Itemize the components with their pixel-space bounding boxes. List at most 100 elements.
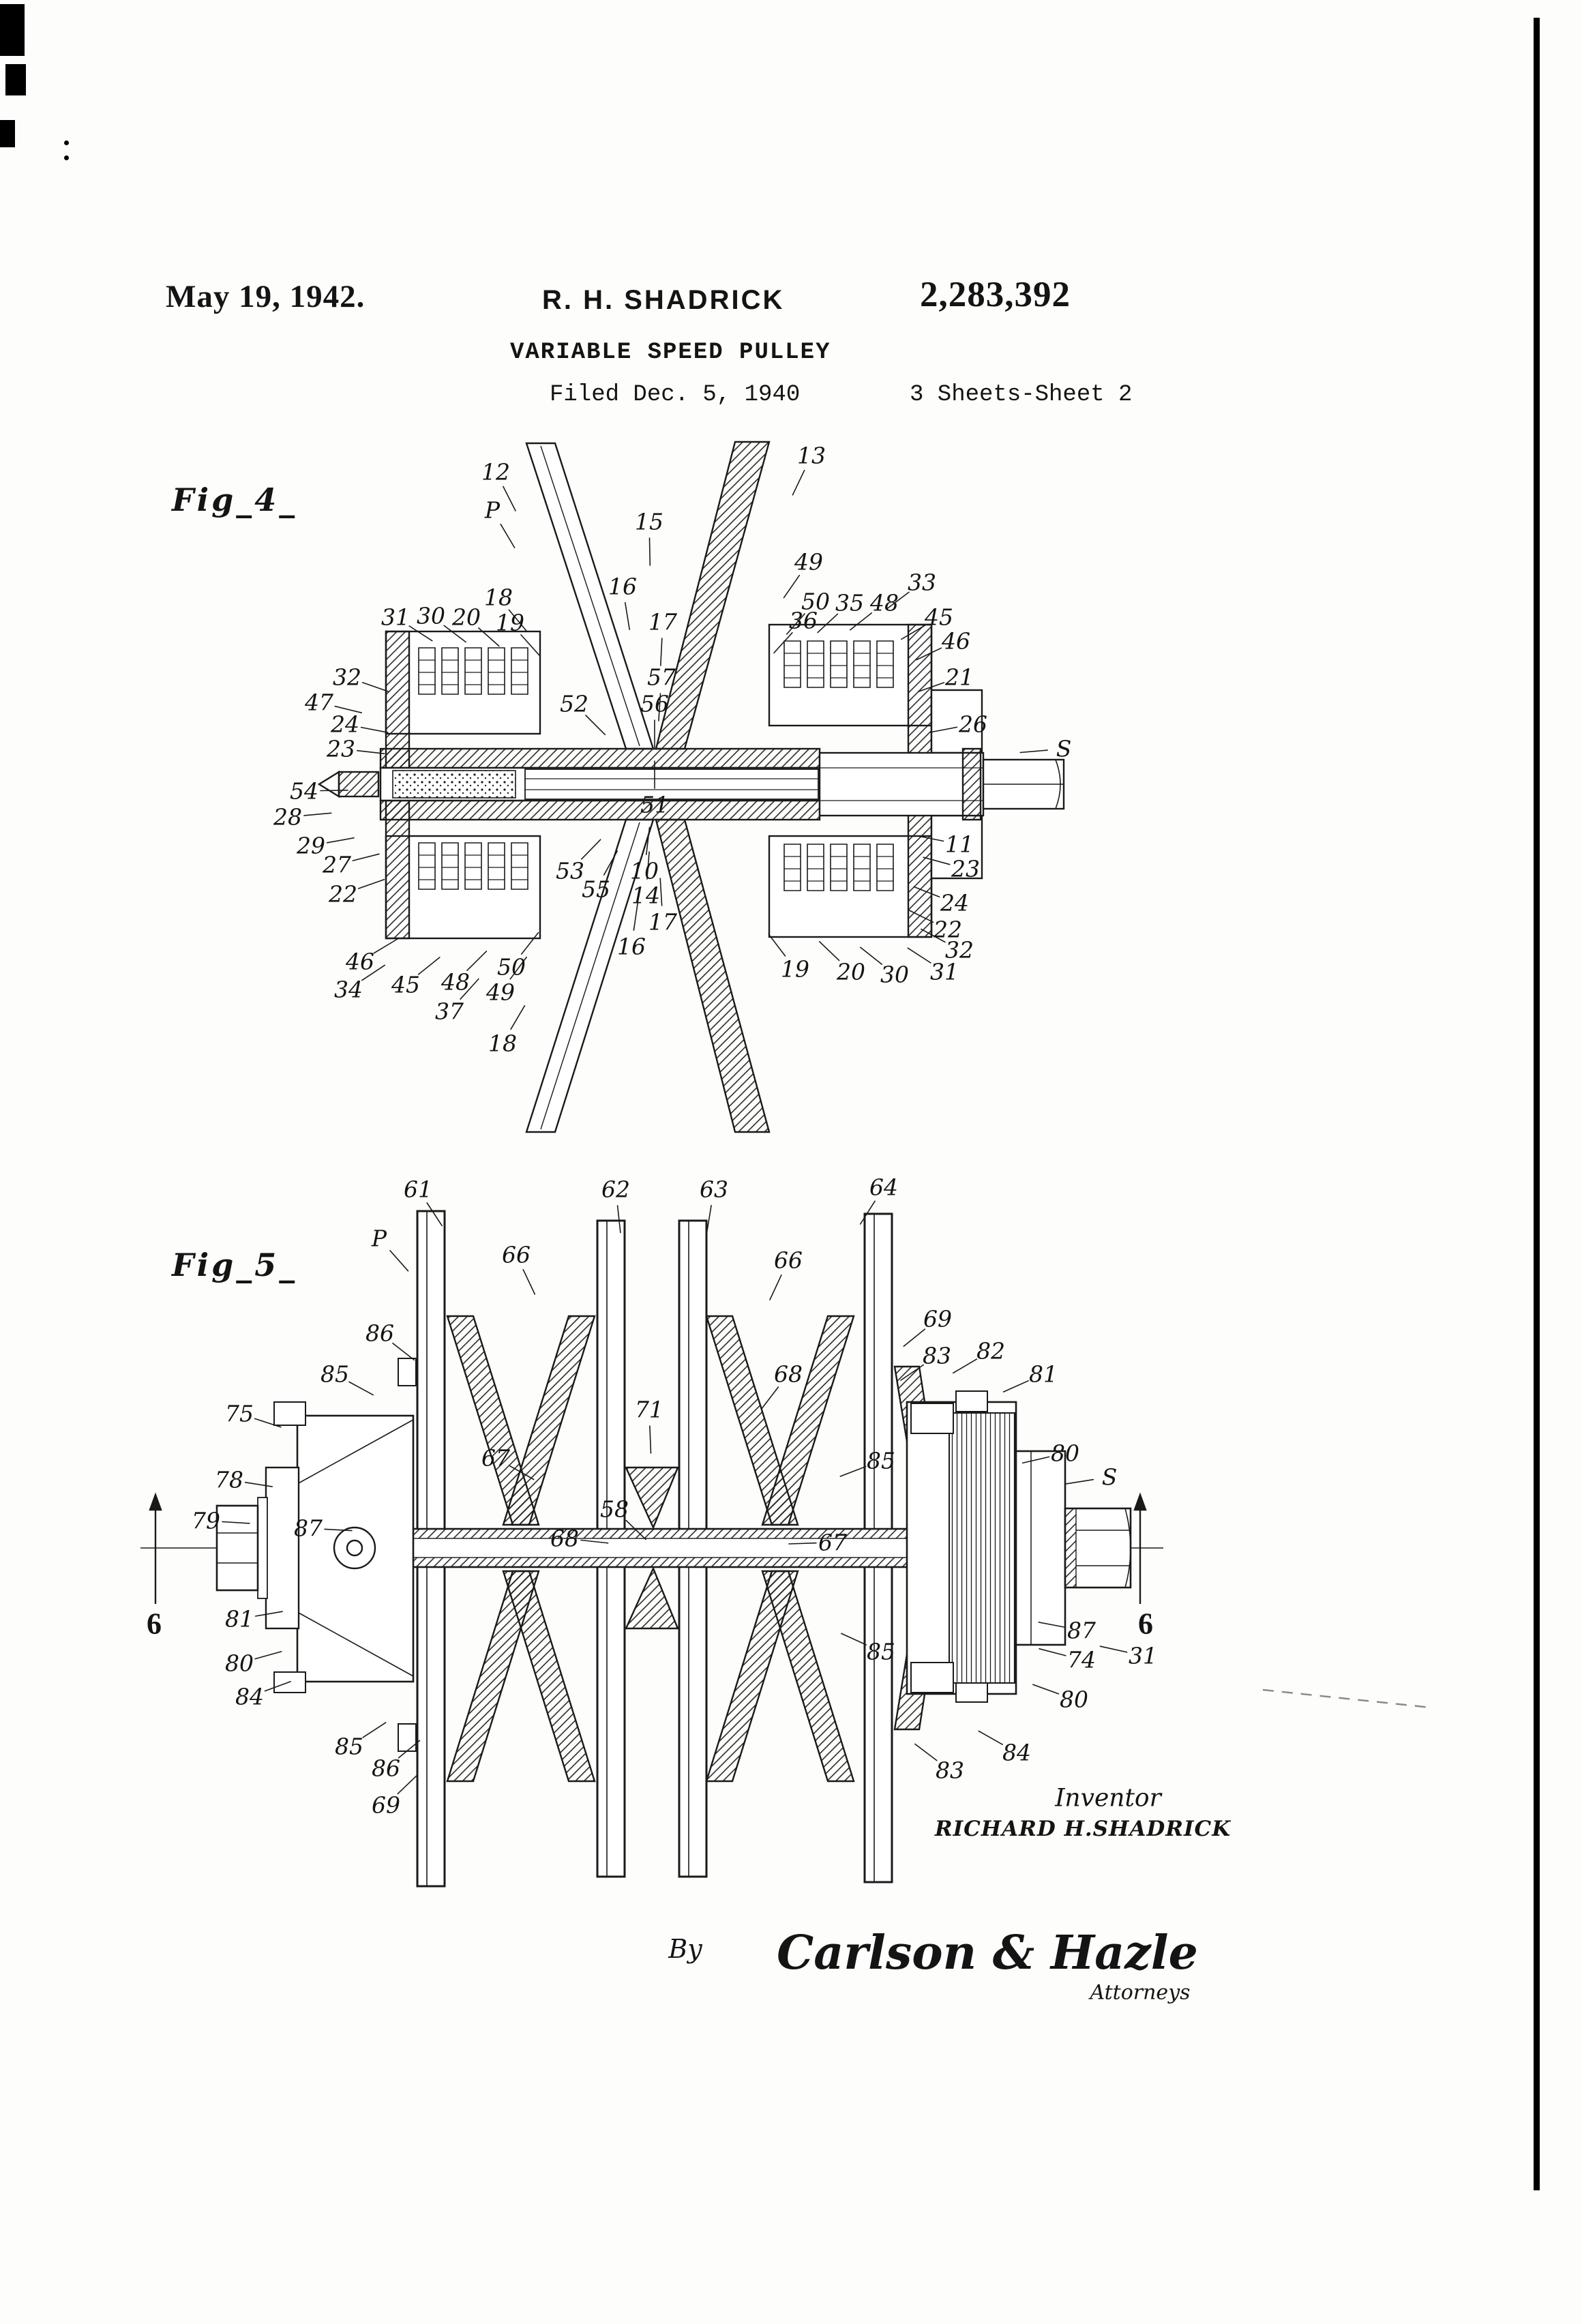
ref-numeral-12: 12 [481,458,510,486]
ref-numeral-56: 56 [640,690,669,717]
inventor-label: Inventor [1055,1784,1161,1813]
ref-numeral-62: 62 [601,1176,630,1203]
ref-numeral-84: 84 [1002,1739,1031,1766]
patent-date: May 19, 1942. [166,279,365,314]
ref-numeral-6: 6 [147,1607,162,1641]
patent-title: VARIABLE SPEED PULLEY [510,340,831,366]
ref-numeral-85: 85 [320,1360,349,1388]
ref-numeral-22: 22 [934,916,962,943]
ref-numeral-19: 19 [496,609,524,636]
ref-numeral-10: 10 [630,857,659,884]
ref-numeral-54: 54 [290,777,318,805]
ref-numeral-64: 64 [869,1174,898,1201]
ref-numeral-S: S [1101,1463,1118,1491]
ref-numeral-50: 50 [497,953,526,981]
ref-numeral-31: 31 [381,604,410,631]
ref-numeral-81: 81 [225,1605,254,1633]
ref-numeral-66: 66 [774,1247,803,1274]
ref-numeral-48: 48 [870,589,899,616]
ref-numeral-49: 49 [486,979,515,1006]
ref-numeral-11: 11 [945,831,974,858]
patent-number: 2,283,392 [920,275,1071,314]
ref-numeral-66: 66 [502,1241,531,1268]
ref-numeral-75: 75 [225,1400,254,1427]
ref-numeral-80: 80 [225,1650,254,1677]
ref-numeral-63: 63 [700,1176,728,1203]
ref-numeral-34: 34 [334,976,363,1003]
ref-numeral-46: 46 [942,627,970,655]
attorneys-label: Attorneys [1090,1980,1191,2005]
ref-numeral-35: 35 [835,589,864,616]
ref-numeral-17: 17 [648,908,677,936]
ref-numeral-83: 83 [936,1757,964,1784]
scan-artifact-blob [5,64,26,95]
by-label: By [668,1934,702,1964]
ref-numeral-27: 27 [323,851,351,878]
ref-numeral-68: 68 [550,1525,579,1552]
ref-numeral-30: 30 [417,602,445,629]
ref-numeral-37: 37 [435,998,464,1025]
ref-numeral-79: 79 [192,1507,220,1534]
ref-numeral-45: 45 [391,971,420,998]
fig5-drawing [140,1210,1163,1888]
ref-numeral-52: 52 [560,690,588,717]
ref-numeral-82: 82 [976,1337,1005,1365]
ref-numeral-67: 67 [481,1444,510,1472]
ref-numeral-P: P [484,496,501,524]
pencil-dash-mark [1262,1688,1431,1709]
ref-numeral-84: 84 [235,1683,264,1710]
ref-numeral-22: 22 [329,880,357,908]
fig4-drawing [317,441,1065,1133]
ref-numeral-48: 48 [441,968,470,996]
ref-numeral-71: 71 [635,1396,663,1423]
fig5-caption: Fig_5_ [172,1247,298,1283]
ref-numeral-21: 21 [945,664,974,691]
ref-numeral-28: 28 [273,803,302,831]
ref-numeral-80: 80 [1060,1686,1088,1713]
ref-numeral-46: 46 [346,948,374,975]
fig4-leader-lines [303,469,1048,1030]
scan-artifact-right-rule [1534,18,1540,2190]
ref-numeral-26: 26 [959,711,987,738]
ref-numeral-69: 69 [372,1791,400,1819]
fig5-leader-lines [222,1200,1128,1795]
scan-artifact-dot [64,155,69,160]
ref-numeral-87: 87 [294,1515,323,1542]
ref-numeral-15: 15 [635,508,663,535]
ref-numeral-87: 87 [1067,1617,1096,1644]
filed-date: Filed Dec. 5, 1940 [550,382,801,408]
ref-numeral-67: 67 [818,1529,847,1556]
ref-numeral-68: 68 [774,1360,803,1388]
ref-numeral-86: 86 [372,1755,400,1782]
ref-numeral-55: 55 [582,876,610,903]
ref-numeral-31: 31 [930,958,959,985]
ref-numeral-29: 29 [297,832,325,859]
ref-numeral-S: S [1056,735,1072,762]
ref-numeral-32: 32 [333,664,361,691]
ref-numeral-23: 23 [951,855,980,882]
ref-numeral-16: 16 [608,573,637,600]
ref-numeral-13: 13 [797,442,826,469]
attorney-signature: Carlson & Hazle [777,1926,1198,1980]
ref-numeral-18: 18 [488,1030,517,1057]
fig4-caption: Fig_4_ [172,481,298,518]
ref-numeral-83: 83 [923,1342,951,1369]
ref-numeral-74: 74 [1067,1646,1096,1673]
ref-numeral-86: 86 [365,1320,394,1347]
scan-artifact-blob [0,4,25,56]
sheet-number: 3 Sheets-Sheet 2 [910,382,1133,408]
ref-numeral-23: 23 [327,735,355,762]
ref-numeral-81: 81 [1029,1360,1058,1388]
ref-numeral-6: 6 [1138,1607,1153,1641]
ref-numeral-17: 17 [648,608,677,636]
ref-numeral-19: 19 [781,955,809,983]
ref-numeral-24: 24 [331,711,359,738]
ref-numeral-78: 78 [215,1466,243,1493]
inventor-signature: RICHARD H.SHADRICK [934,1817,1232,1841]
ref-numeral-33: 33 [908,569,936,596]
ref-numeral-20: 20 [837,958,865,985]
ref-numeral-24: 24 [940,889,969,917]
ref-numeral-31: 31 [1129,1642,1157,1669]
